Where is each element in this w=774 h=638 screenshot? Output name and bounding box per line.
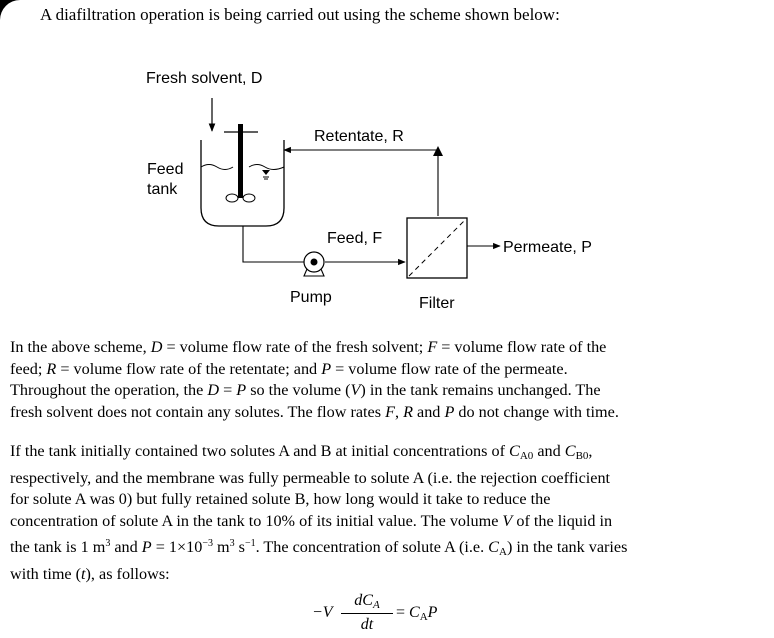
paragraph-line: with time (t), as follows: <box>10 564 170 583</box>
paragraph-problem-statement: If the tank initially contained two solu… <box>10 441 738 585</box>
pump-icon <box>303 251 325 277</box>
paragraph-line: Throughout the operation, the D = P so t… <box>10 381 601 400</box>
label-fresh-solvent: Fresh solvent, D <box>146 70 262 87</box>
label-feed-tank-line2: tank <box>147 181 178 198</box>
paragraph-line: for solute A was 0) but fully retained s… <box>10 490 551 509</box>
label-retentate: Retentate, R <box>314 128 404 145</box>
paragraph-line: respectively, and the membrane was fully… <box>10 468 611 487</box>
paragraph-line: concentration of solute A in the tank to… <box>10 512 613 531</box>
liquid-level-icon <box>262 170 270 180</box>
equation-rhs: = CAP <box>396 604 438 623</box>
label-pump: Pump <box>290 289 332 306</box>
paragraph-line: the tank is 1 m3 and P = 1×10−3 m3 s−1. … <box>10 537 628 558</box>
equation-fraction: dCA dt <box>341 592 393 634</box>
paragraph-line: feed; R = volume flow rate of the retent… <box>10 359 568 378</box>
paragraph-line: In the above scheme, D = volume flow rat… <box>10 338 607 356</box>
paragraph-scheme-definitions: In the above scheme, D = volume flow rat… <box>10 337 738 424</box>
label-feed-stream: Feed, F <box>327 230 382 247</box>
fraction-bar <box>341 613 393 614</box>
label-permeate: Permeate, P <box>503 239 592 256</box>
filter-box <box>406 217 468 279</box>
intro-text: A diafiltration operation is being carri… <box>40 5 560 24</box>
equation-numerator: dCA <box>354 592 380 611</box>
stirrer-icon <box>224 124 258 203</box>
liquid-surface <box>200 164 285 170</box>
label-feed-tank-line1: Feed <box>147 161 183 178</box>
paragraph-line: If the tank initially contained two solu… <box>10 442 593 462</box>
label-filter: Filter <box>419 295 455 312</box>
retentate-up-arrow <box>433 146 443 156</box>
equation-denominator: dt <box>360 616 374 633</box>
equation-lhs: −V <box>312 604 333 621</box>
retentate-line <box>283 146 439 216</box>
diafiltration-diagram: Fresh solvent, D Retentate, R Feed tank … <box>146 70 592 312</box>
paragraph-line: fresh solvent does not contain any solut… <box>10 403 619 422</box>
filter-membrane <box>408 219 466 277</box>
feed-line-tank-to-pump <box>242 226 304 263</box>
